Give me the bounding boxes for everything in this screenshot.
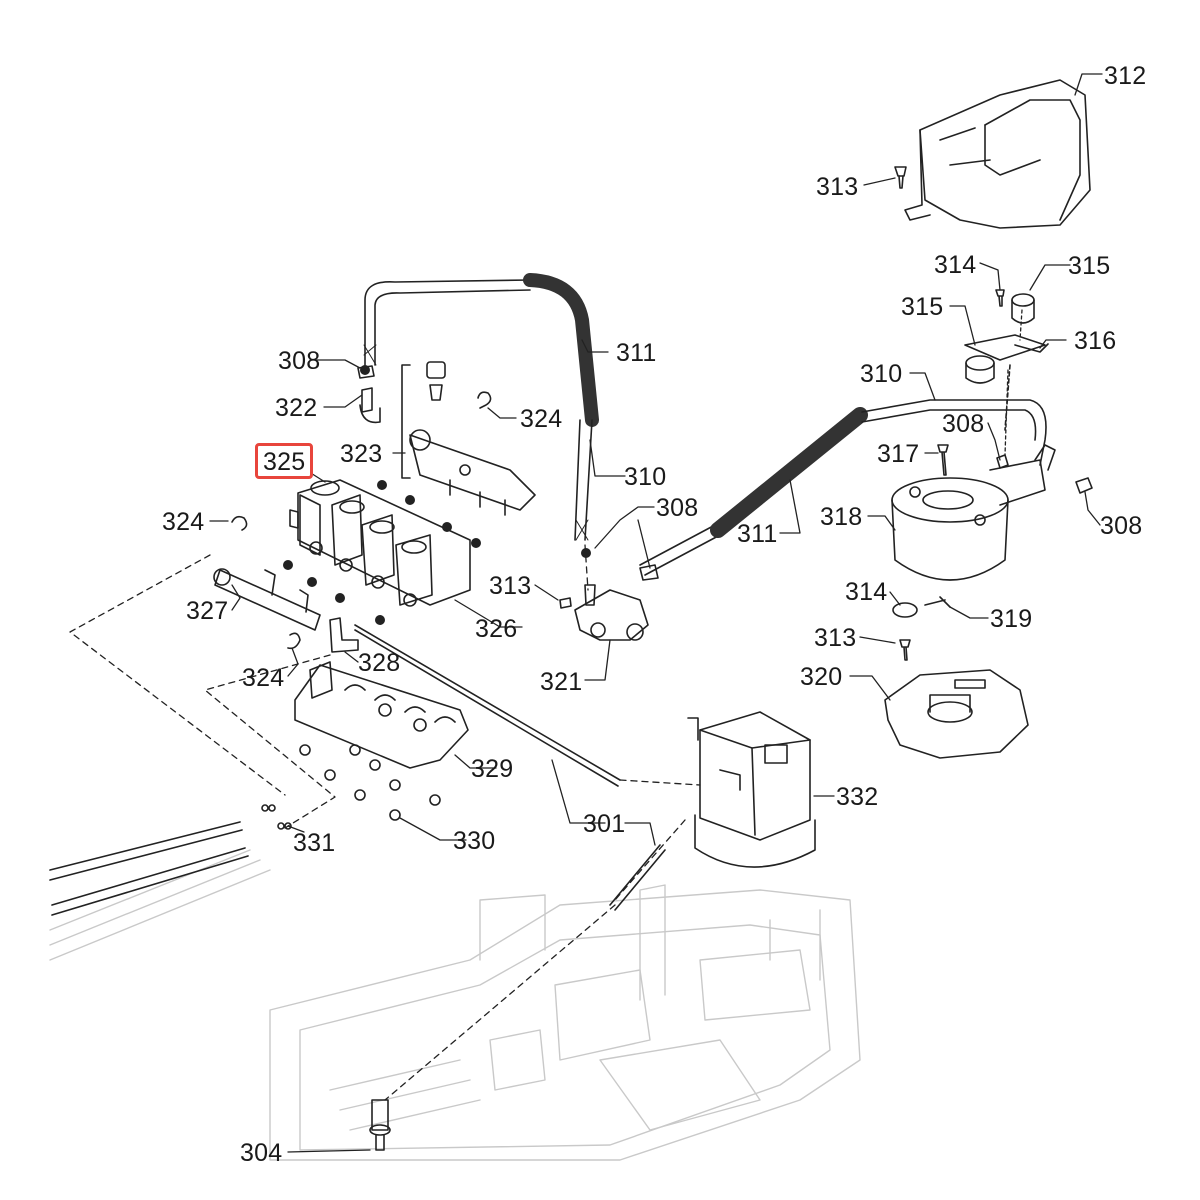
manifold-323-drawing — [401, 361, 536, 516]
callout-308-center[interactable]: 308 — [656, 494, 699, 522]
plate-320-drawing — [884, 669, 1029, 759]
callout-322[interactable]: 322 — [275, 394, 318, 422]
hose-right-drawing — [639, 399, 1047, 576]
callout-314-top[interactable]: 314 — [934, 251, 977, 279]
callout-323[interactable]: 323 — [340, 440, 383, 468]
hose-loop-drawing — [363, 273, 599, 541]
callout-320[interactable]: 320 — [800, 663, 843, 691]
screws-330-drawing — [299, 744, 441, 821]
leader-lines — [209, 73, 1103, 1153]
callout-317[interactable]: 317 — [877, 440, 920, 468]
callout-313-top[interactable]: 313 — [816, 173, 859, 201]
callout-308-left[interactable]: 308 — [278, 347, 321, 375]
valve-block-drawing — [289, 479, 471, 607]
callout-316[interactable]: 316 — [1074, 327, 1117, 355]
callout-330[interactable]: 330 — [453, 827, 496, 855]
elbow-328-drawing — [329, 617, 359, 653]
screw-313-top-drawing — [894, 166, 907, 189]
callout-312[interactable]: 312 — [1104, 62, 1147, 90]
tank-332-drawing — [687, 711, 816, 868]
holder-329-drawing — [294, 661, 469, 769]
callout-324-left[interactable]: 324 — [162, 508, 205, 536]
callout-311-center[interactable]: 311 — [737, 520, 778, 548]
boiler-318-drawing — [891, 444, 1056, 581]
callout-308-far-right[interactable]: 308 — [1100, 512, 1143, 540]
clip-324-bottom-drawing — [287, 632, 301, 650]
callout-321[interactable]: 321 — [540, 668, 583, 696]
callout-328[interactable]: 328 — [358, 649, 401, 677]
clip-324-top-drawing — [477, 391, 492, 409]
callout-313-lower[interactable]: 313 — [814, 624, 857, 652]
callout-310-right[interactable]: 310 — [860, 360, 903, 388]
dashed-assembly-lines — [69, 309, 1023, 1101]
pins-331-drawing — [49, 804, 292, 916]
callout-327[interactable]: 327 — [186, 597, 229, 625]
callout-310-center[interactable]: 310 — [624, 463, 667, 491]
callout-324-bottom[interactable]: 324 — [242, 664, 285, 692]
callout-313-center[interactable]: 313 — [489, 572, 532, 600]
callout-304[interactable]: 304 — [240, 1139, 283, 1167]
callout-319[interactable]: 319 — [990, 605, 1033, 633]
callout-332[interactable]: 332 — [836, 783, 879, 811]
cover-312-drawing — [904, 79, 1091, 229]
callout-329[interactable]: 329 — [471, 755, 514, 783]
callout-324-top[interactable]: 324 — [520, 405, 563, 433]
callout-315-left[interactable]: 315 — [901, 293, 944, 321]
callout-331[interactable]: 331 — [293, 829, 336, 857]
fitting-322-drawing — [357, 365, 381, 424]
tube-301-drawing — [354, 624, 666, 911]
valve-321-drawing — [559, 564, 659, 641]
callout-318[interactable]: 318 — [820, 503, 863, 531]
clip-324-left-drawing — [231, 515, 248, 531]
callout-311-top[interactable]: 311 — [616, 339, 657, 367]
small-parts-right-drawing — [937, 444, 1093, 494]
callout-314-lower[interactable]: 314 — [845, 578, 888, 606]
callout-308-upper-right[interactable]: 308 — [942, 410, 985, 438]
sensor-319-drawing — [892, 596, 951, 661]
tee-327-drawing — [213, 568, 321, 631]
callout-325-highlighted[interactable]: 325 — [255, 443, 314, 479]
callout-326[interactable]: 326 — [475, 615, 518, 643]
callout-301[interactable]: 301 — [583, 810, 626, 838]
thermostat-group-drawing — [964, 289, 1049, 431]
callout-315-right[interactable]: 315 — [1068, 252, 1111, 280]
base-housing — [49, 849, 861, 1161]
connector-304-drawing — [369, 1099, 391, 1151]
o-rings-drawing — [283, 365, 591, 625]
